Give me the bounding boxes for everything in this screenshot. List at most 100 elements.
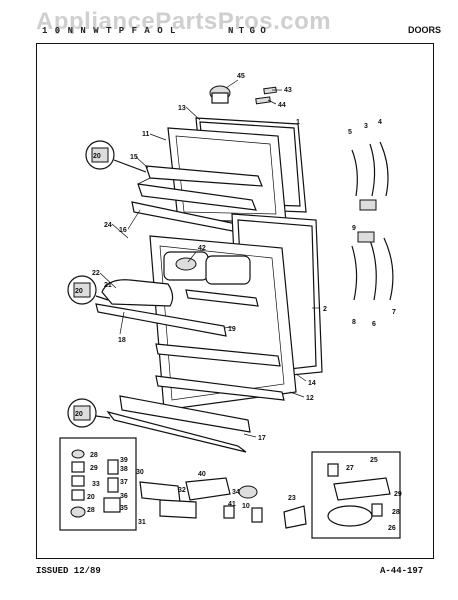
callout-labels: 45 43 44 1 13 11 20 15 24 16 42 22 21 20… xyxy=(75,73,402,532)
callout-29-right: 29 xyxy=(394,491,402,498)
handle-part-8 xyxy=(351,245,358,301)
callout-20-box: 20 xyxy=(87,494,95,501)
callout-7: 7 xyxy=(392,309,396,316)
callout-14: 14 xyxy=(308,380,316,387)
refrigerator-door-assembly xyxy=(95,213,323,453)
callout-40: 40 xyxy=(198,471,206,478)
callout-10: 10 xyxy=(242,503,250,510)
part-34-bushing xyxy=(238,485,258,499)
header-model-text: 1 0 N N W T P F A O L xyxy=(42,26,177,36)
callout-5: 5 xyxy=(348,129,352,136)
callout-36: 36 xyxy=(120,493,128,500)
part-23-bracket xyxy=(283,505,307,529)
handle-part-5 xyxy=(351,149,358,197)
callout-13: 13 xyxy=(178,105,186,112)
refrigerator-shelf-upper xyxy=(95,303,227,337)
callout-37: 37 xyxy=(120,479,128,486)
handle-part-6 xyxy=(369,239,377,301)
callout-24: 24 xyxy=(104,222,112,229)
handle-bracket-upper xyxy=(359,199,377,211)
hinge-plate-25 xyxy=(333,477,391,501)
part-41-pin xyxy=(223,505,235,519)
callout-29: 29 xyxy=(90,465,98,472)
hinge-bracket-30 xyxy=(139,481,181,503)
part-43-plug xyxy=(263,86,277,95)
callout-2: 2 xyxy=(323,306,327,313)
callout-33: 33 xyxy=(92,481,100,488)
callout-12: 12 xyxy=(306,395,314,402)
handle-bracket-lower xyxy=(357,231,375,243)
detail-circle-lower xyxy=(67,398,111,428)
freezer-top-cap-base xyxy=(211,92,229,104)
handle-part-3 xyxy=(369,143,376,197)
callout-9: 9 xyxy=(352,225,356,232)
callout-27: 27 xyxy=(346,465,354,472)
callout-34: 34 xyxy=(232,489,240,496)
callout-28-right: 28 xyxy=(392,509,400,516)
callout-20-middle: 20 xyxy=(75,288,83,295)
callout-17: 17 xyxy=(258,435,266,442)
callout-30: 30 xyxy=(136,469,144,476)
part-42-latch xyxy=(175,257,197,271)
diagram-frame xyxy=(36,43,434,559)
hinge-bracket-32 xyxy=(159,499,197,519)
refrigerator-shelf-middle xyxy=(155,343,281,367)
callout-44: 44 xyxy=(278,102,286,109)
freezer-shelf-middle xyxy=(137,183,257,211)
butter-door-cover xyxy=(101,279,174,307)
callout-15: 15 xyxy=(130,154,138,161)
freezer-liner-inner-edge xyxy=(175,135,277,215)
refrigerator-shelf-lower xyxy=(155,375,285,401)
detail-circle-middle xyxy=(67,275,109,305)
bottom-shelf-bar xyxy=(119,395,251,433)
callout-41: 41 xyxy=(228,501,236,508)
callout-45: 45 xyxy=(237,73,245,80)
callout-43: 43 xyxy=(284,87,292,94)
part-28-nut xyxy=(371,503,383,517)
handle-part-7 xyxy=(383,237,394,301)
callout-31: 31 xyxy=(138,519,146,526)
hinge-bracket-40 xyxy=(185,477,231,501)
detail-circle-upper xyxy=(85,140,147,173)
callout-16: 16 xyxy=(119,227,127,234)
callout-11: 11 xyxy=(142,131,150,138)
part-44-plug xyxy=(255,96,271,105)
diagram-code: A-44-197 xyxy=(380,566,424,576)
hinge-parts-box-right xyxy=(311,451,401,539)
callout-1: 1 xyxy=(296,119,300,126)
callout-3: 3 xyxy=(364,123,368,130)
hinge-base-26 xyxy=(327,505,373,527)
part-27-screw xyxy=(327,463,339,477)
header-section-title: DOORS xyxy=(408,25,442,35)
callout-42: 42 xyxy=(198,245,206,252)
callout-25: 25 xyxy=(370,457,378,464)
leader-lines xyxy=(99,79,320,438)
callout-38: 38 xyxy=(120,466,128,473)
watermark-logo: AppliancePartsPros.com xyxy=(36,8,332,35)
callout-8: 8 xyxy=(352,319,356,326)
handle-part-4 xyxy=(379,141,389,197)
callout-18: 18 xyxy=(118,337,126,344)
callout-6: 6 xyxy=(372,321,376,328)
freezer-shelf-top xyxy=(145,165,263,187)
callout-23: 23 xyxy=(288,495,296,502)
callout-20-lower: 20 xyxy=(75,411,83,418)
bottom-shelf-rail xyxy=(106,410,247,453)
hinge-brackets xyxy=(139,477,263,523)
hinge-parts-box-left xyxy=(59,437,137,531)
issued-date: ISSUED 12/89 xyxy=(36,566,101,576)
callout-26: 26 xyxy=(388,525,396,532)
dairy-compartment-right xyxy=(205,255,251,285)
callout-28-top: 28 xyxy=(90,452,98,459)
header-middle-text: N T G O xyxy=(228,26,266,36)
callout-4: 4 xyxy=(378,119,382,126)
callout-20-upper: 20 xyxy=(93,153,101,160)
part-10-screw xyxy=(251,507,263,523)
callout-39: 39 xyxy=(120,457,128,464)
callout-32: 32 xyxy=(178,487,186,494)
callout-22: 22 xyxy=(92,270,100,277)
callout-35: 35 xyxy=(120,505,128,512)
callout-21: 21 xyxy=(104,282,112,289)
callout-19: 19 xyxy=(228,326,236,333)
